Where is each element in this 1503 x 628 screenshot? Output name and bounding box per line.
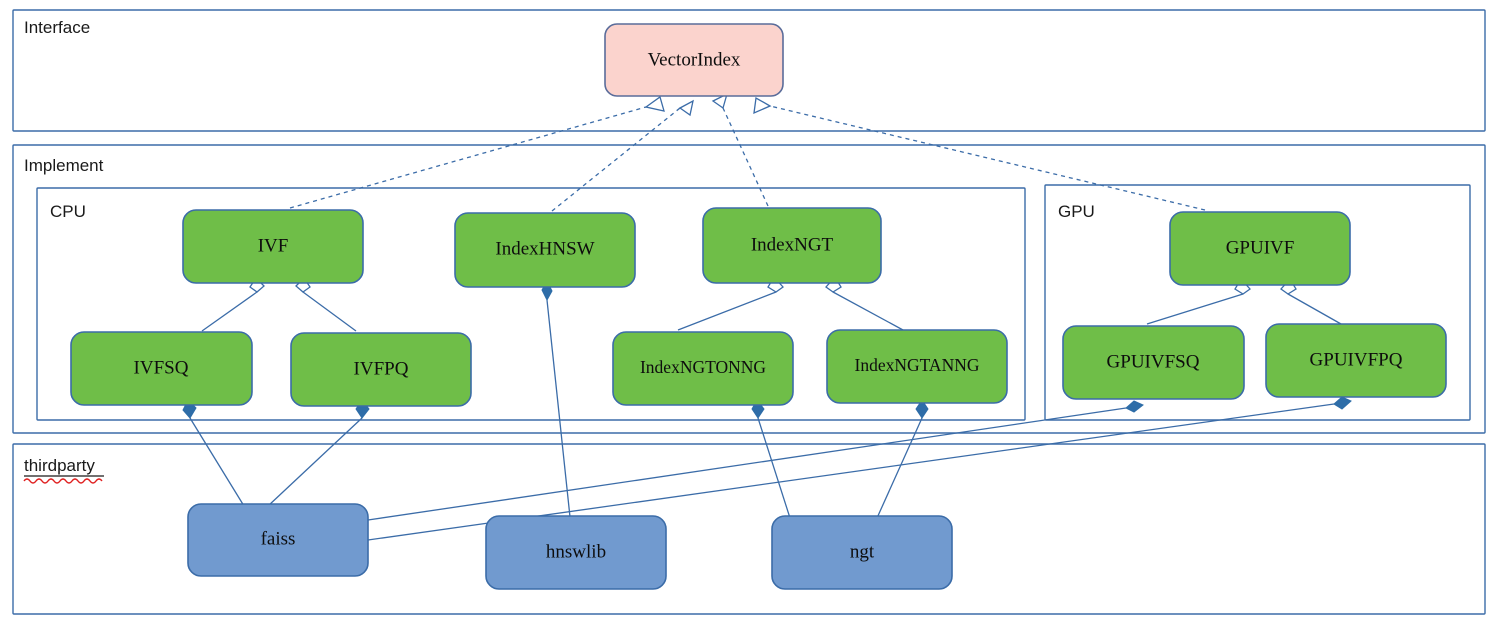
- node-gpuivfpq-label: GPUIVFPQ: [1310, 349, 1403, 370]
- implement-label: Implement: [24, 156, 104, 175]
- node-hnswlib-label: hnswlib: [546, 541, 606, 562]
- node-ngt[interactable]: ngt: [771, 515, 953, 590]
- edge-gpuivf-to-vectorindex: [753, 96, 1206, 211]
- node-ivfsq-label: IVFSQ: [134, 357, 189, 378]
- node-vectorindex-box[interactable]: [604, 23, 784, 97]
- node-indexhnsw-label: IndexHNSW: [495, 238, 594, 259]
- node-faiss[interactable]: faiss: [187, 503, 369, 577]
- node-vectorindex-label: VectorIndex: [648, 49, 741, 70]
- interface-label: Interface: [24, 18, 90, 37]
- edge-faiss-to-gpuivfsq: [367, 400, 1144, 521]
- thirdparty-label: thirdparty: [24, 456, 95, 475]
- node-indexngtonng[interactable]: IndexNGTONNG: [612, 331, 794, 406]
- node-gpuivf-label: GPUIVF: [1226, 237, 1295, 258]
- node-faiss-box[interactable]: [187, 503, 369, 577]
- node-hnswlib-box[interactable]: [485, 515, 667, 590]
- edge-ivf-to-vectorindex: [289, 95, 665, 209]
- node-ngt-box[interactable]: [771, 515, 953, 590]
- node-indexngtanng-label: IndexNGTANNG: [855, 355, 980, 375]
- node-vectorindex[interactable]: VectorIndex: [604, 23, 784, 97]
- gpu-label: GPU: [1058, 202, 1095, 221]
- node-ivf[interactable]: IVF: [182, 209, 364, 284]
- node-indexngt-box[interactable]: [702, 207, 882, 284]
- node-ivfpq[interactable]: IVFPQ: [290, 332, 472, 407]
- node-gpuivf[interactable]: GPUIVF: [1169, 211, 1351, 286]
- node-ivfpq-box[interactable]: [290, 332, 472, 407]
- node-indexhnsw[interactable]: IndexHNSW: [454, 212, 636, 288]
- group-thirdparty: thirdparty: [12, 443, 1486, 615]
- node-gpuivf-box[interactable]: [1169, 211, 1351, 286]
- node-indexngt[interactable]: IndexNGT: [702, 207, 882, 284]
- node-indexngtanng-box[interactable]: [826, 329, 1008, 404]
- node-ivfsq[interactable]: IVFSQ: [70, 331, 253, 406]
- node-indexngtonng-label: IndexNGTONNG: [640, 357, 766, 377]
- node-gpuivfsq-box[interactable]: [1062, 325, 1245, 400]
- node-gpuivfsq-label: GPUIVFSQ: [1107, 351, 1200, 372]
- node-indexhnsw-box[interactable]: [454, 212, 636, 288]
- node-hnswlib[interactable]: hnswlib: [485, 515, 667, 590]
- spellcheck-squiggle-icon: [23, 478, 103, 484]
- node-gpuivfsq[interactable]: GPUIVFSQ: [1062, 325, 1245, 400]
- node-ivfsq-box[interactable]: [70, 331, 253, 406]
- node-indexngtanng[interactable]: IndexNGTANNG: [826, 329, 1008, 404]
- node-ivf-label: IVF: [258, 235, 289, 256]
- node-faiss-label: faiss: [261, 528, 296, 549]
- thirdparty-container: [12, 443, 1486, 615]
- edge-indexhnsw-to-vectorindex: [551, 99, 694, 212]
- cpu-label: CPU: [50, 202, 86, 221]
- node-ngt-label: ngt: [850, 541, 875, 562]
- node-ivf-box[interactable]: [182, 209, 364, 284]
- node-indexngtonng-box[interactable]: [612, 331, 794, 406]
- node-gpuivfpq-box[interactable]: [1265, 323, 1447, 398]
- edge-indexngt-to-vectorindex: [711, 92, 769, 207]
- node-indexngt-label: IndexNGT: [751, 234, 834, 255]
- node-ivfpq-label: IVFPQ: [354, 358, 409, 379]
- node-gpuivfpq[interactable]: GPUIVFPQ: [1265, 323, 1447, 398]
